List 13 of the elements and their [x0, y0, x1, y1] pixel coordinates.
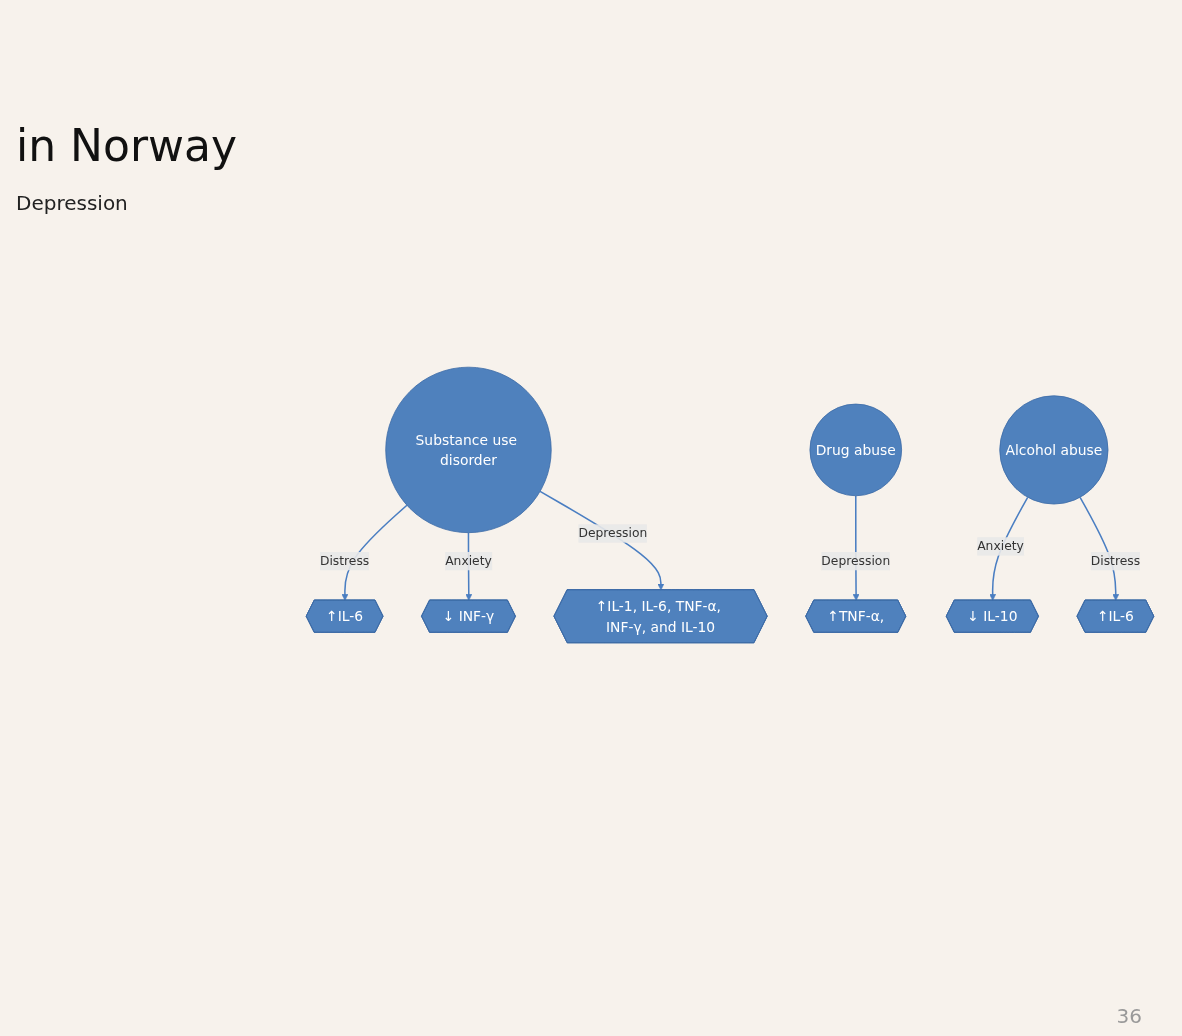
heading-fragment: in Norway [16, 120, 237, 171]
edge-label: Depression [578, 525, 648, 541]
arrow [539, 490, 665, 591]
edge-label: Distress [1090, 553, 1141, 569]
edge-label: Depression [821, 553, 891, 569]
edge-label: Anxiety [977, 538, 1024, 554]
node-circle: Substance use disorder [385, 366, 552, 534]
node-circle: Alcohol abuse [999, 395, 1109, 505]
edge-label: Anxiety [445, 553, 492, 569]
node-circle: Drug abuse [809, 403, 902, 497]
page-number: 36 [1116, 1004, 1142, 1028]
edge-label: Distress [319, 553, 370, 569]
note-text: Depression [16, 191, 128, 215]
